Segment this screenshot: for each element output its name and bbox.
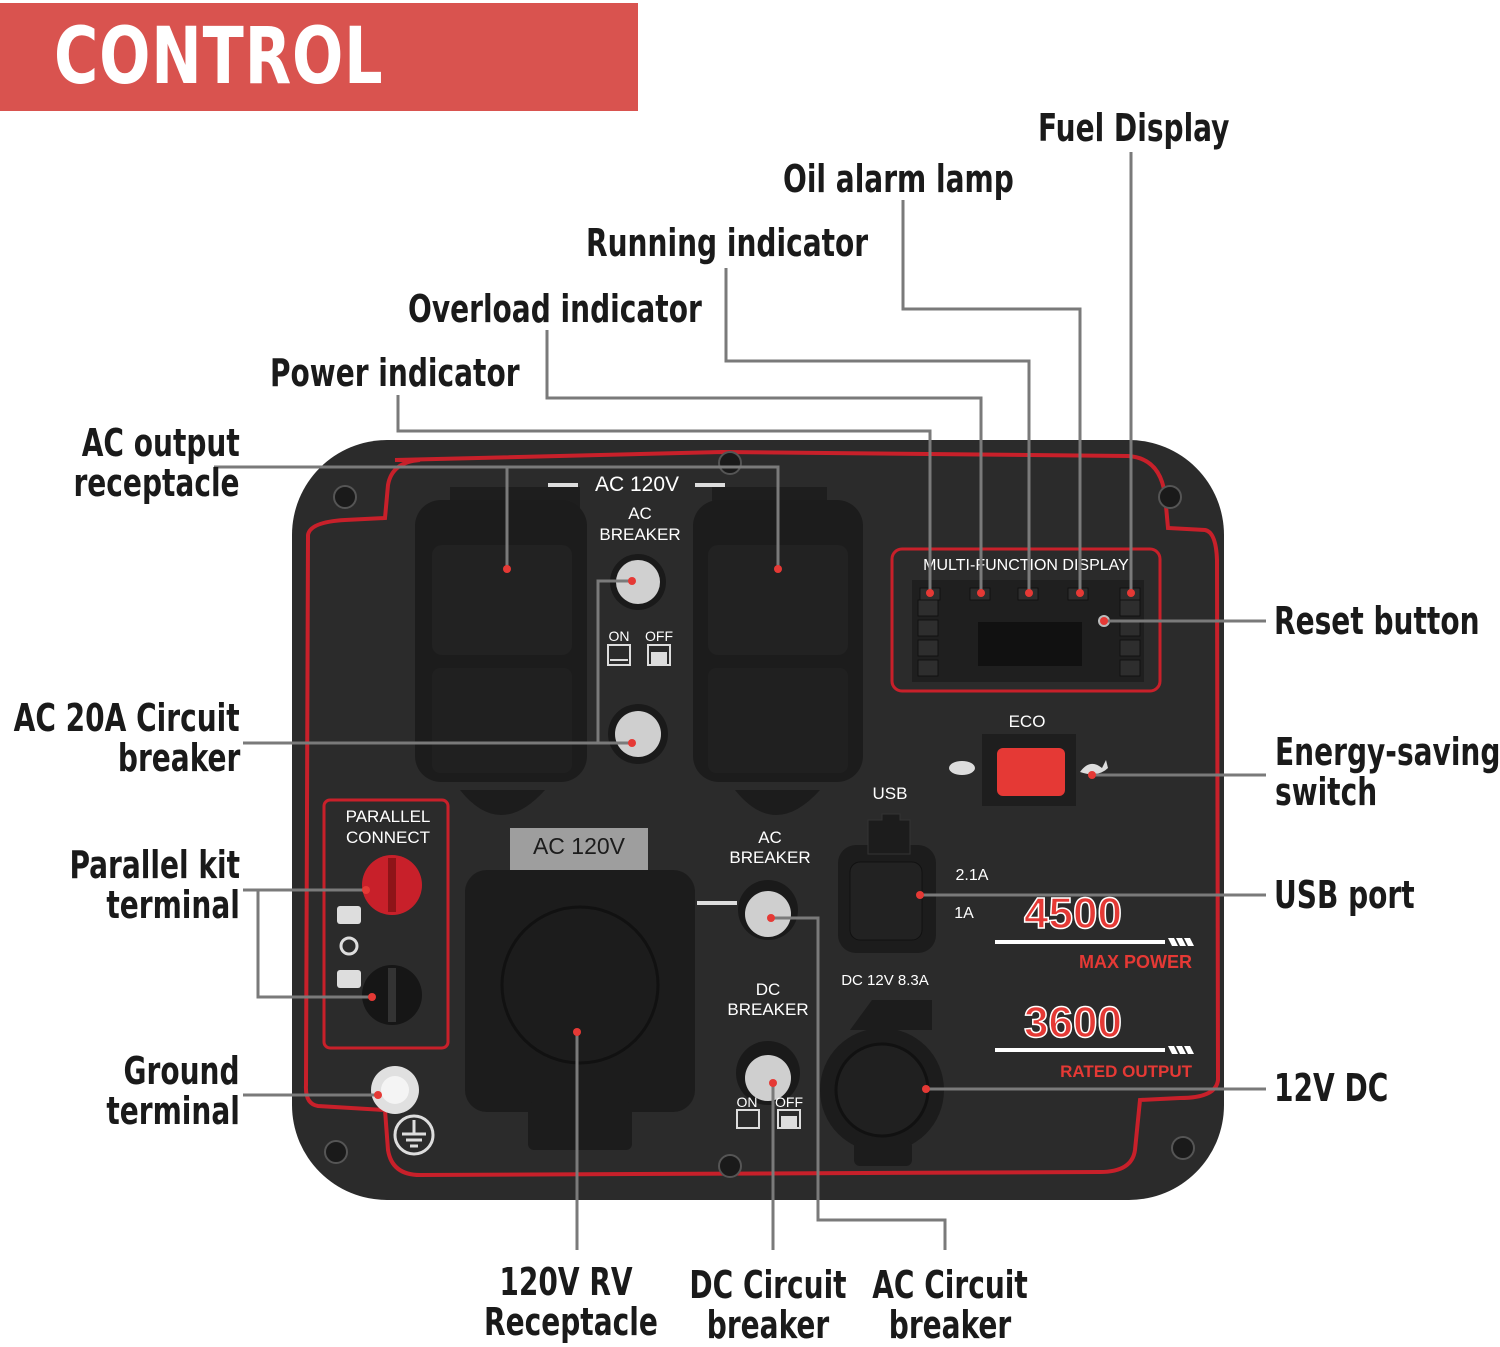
label-dc-circuit-breaker-2: breaker xyxy=(706,1303,830,1347)
label-fuel-display: Fuel Display xyxy=(1038,106,1230,150)
ground-symbol-icon xyxy=(393,1114,435,1156)
title-banner: CONTROL PANEL xyxy=(0,3,638,189)
label-power-indicator: Power indicator xyxy=(270,351,520,395)
label-ground-terminal-2: terminal xyxy=(106,1089,240,1133)
parallel-connect-box xyxy=(322,798,450,1050)
label-ac-output-receptacle-1: AC output xyxy=(81,421,240,465)
eco-switch-button xyxy=(997,748,1065,796)
power-ratings: 4500 MAX POWER 3600 RATED OUTPUT xyxy=(1023,888,1193,1081)
panel-red-outline xyxy=(303,449,1221,1178)
panel-text: ON xyxy=(737,1094,758,1110)
screws xyxy=(324,451,1195,1178)
label-ground-terminal-1: Ground xyxy=(123,1049,240,1093)
panel-text: 2.1A xyxy=(956,867,989,884)
label-ac-circuit-breaker-2: breaker xyxy=(888,1303,1012,1347)
multi-function-display-label: MULTI-FUNCTION DISPLAY xyxy=(923,557,1129,574)
panel-text: BREAKER xyxy=(727,1000,808,1019)
label-rv-receptacle-2: Receptacle xyxy=(484,1300,658,1344)
panel-text: AC xyxy=(758,828,782,847)
label-ac-circuit-breaker-1: AC Circuit xyxy=(872,1263,1028,1307)
panel-text: DC xyxy=(756,980,781,999)
ac-receptacle-left xyxy=(415,487,587,815)
rated-output-label: RATED OUTPUT xyxy=(1060,1062,1193,1081)
label-dc-circuit-breaker-1: DC Circuit xyxy=(689,1263,847,1307)
panel-text: OFF xyxy=(775,1094,803,1110)
power-badges xyxy=(995,938,1194,1054)
panel-text: 1A xyxy=(954,905,974,922)
lcd-screen xyxy=(978,622,1082,666)
leader-lines xyxy=(214,152,1266,1250)
panel-text: PARALLEL xyxy=(346,807,431,826)
label-rv-receptacle-1: 120V RV xyxy=(499,1260,633,1304)
label-parallel-kit-2: terminal xyxy=(106,883,240,927)
panel-text: AC 120V xyxy=(533,833,626,859)
page-title: CONTROL PANEL xyxy=(54,12,384,190)
label-ac-20a-breaker-2: breaker xyxy=(117,736,240,780)
label-12v-dc: 12V DC xyxy=(1274,1066,1389,1110)
panel-text: AC xyxy=(628,504,652,523)
label-energy-saving-1: Energy-saving xyxy=(1275,730,1500,774)
ac-120v-top-text: AC 120V xyxy=(595,473,679,496)
label-ac-20a-breaker-1: AC 20A Circuit xyxy=(13,696,240,740)
label-reset-button: Reset button xyxy=(1274,599,1480,643)
panel-text: ON xyxy=(609,628,630,644)
max-power-value: 4500 xyxy=(1024,889,1122,938)
label-energy-saving-2: switch xyxy=(1275,770,1378,814)
panel-text: OFF xyxy=(645,628,673,644)
rabbit-icon xyxy=(1080,760,1108,775)
max-power-label: MAX POWER xyxy=(1079,952,1192,972)
label-overload-indicator: Overload indicator xyxy=(408,287,702,331)
turtle-icon xyxy=(949,761,975,775)
panel-text: DC 12V 8.3A xyxy=(841,972,929,989)
rv-label-tab xyxy=(510,828,648,878)
label-ac-output-receptacle-2: receptacle xyxy=(73,461,240,505)
callout-dots xyxy=(362,565,1135,1099)
label-running-indicator: Running indicator xyxy=(586,221,869,265)
label-oil-alarm-lamp: Oil alarm lamp xyxy=(783,157,1014,201)
label-parallel-kit-1: Parallel kit xyxy=(69,843,240,887)
panel-text: ECO xyxy=(1009,712,1046,731)
label-usb-port: USB port xyxy=(1274,873,1415,917)
ac-receptacle-right xyxy=(693,487,863,815)
panel-text: BREAKER xyxy=(729,848,810,867)
rated-output-value: 3600 xyxy=(1024,998,1122,1047)
panel-text: USB xyxy=(873,784,908,803)
panel-text: BREAKER xyxy=(599,525,680,544)
panel-text: CONNECT xyxy=(346,828,430,847)
